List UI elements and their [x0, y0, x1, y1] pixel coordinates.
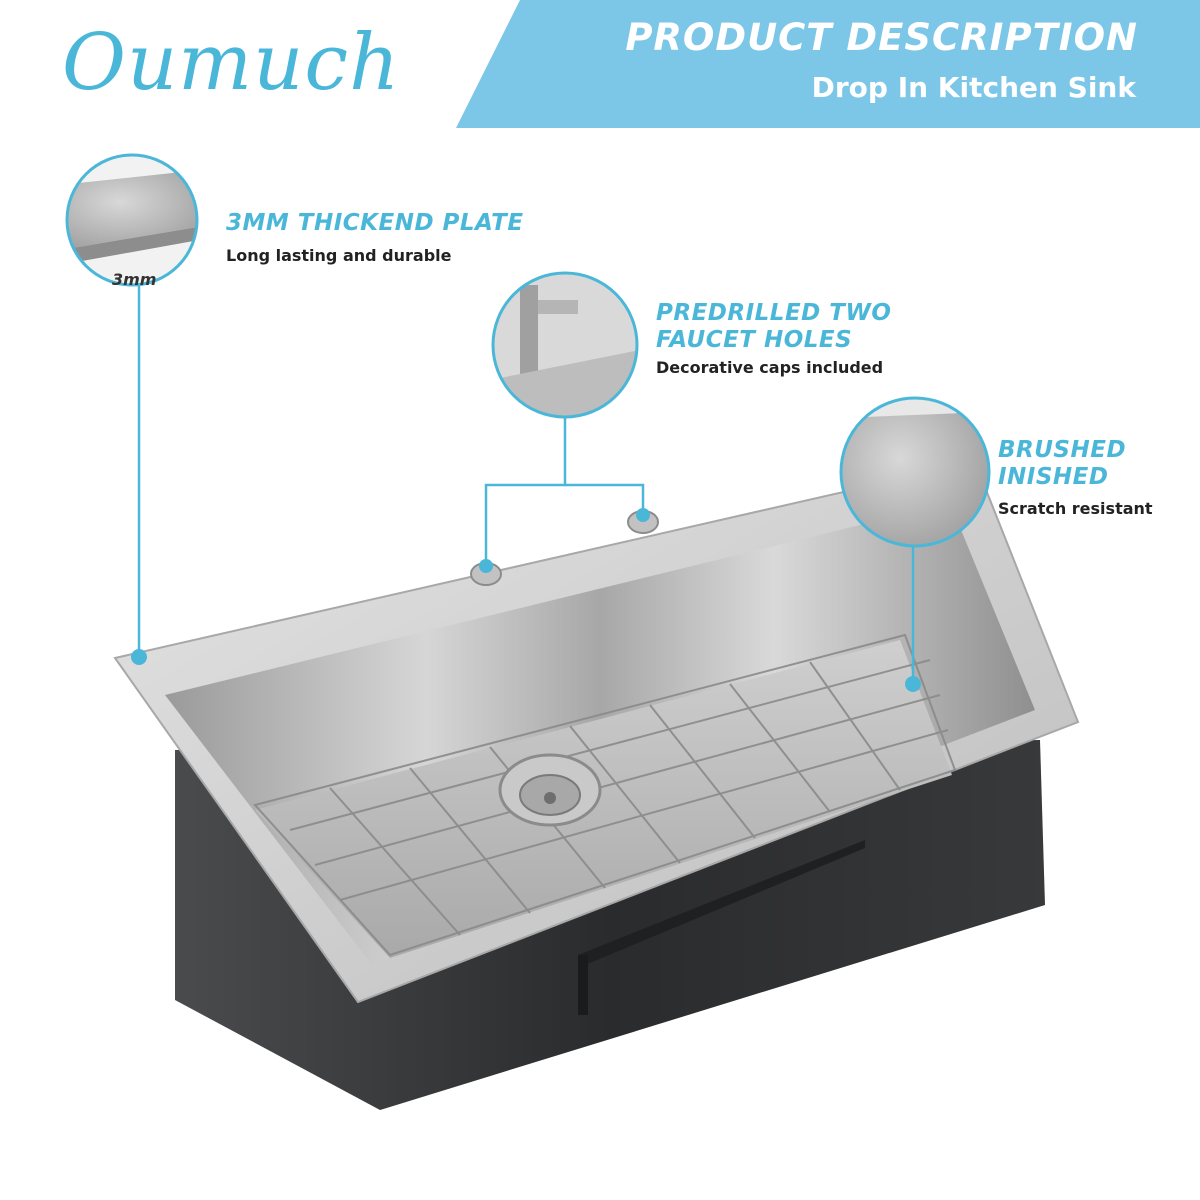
feature-thick-plate-title: 3MM THICKEND PLATE — [226, 210, 524, 237]
feature-faucet-holes-title-line2: FAUCET HOLES — [656, 327, 853, 353]
feature-faucet-holes-title: PREDRILLED TWO FAUCET HOLES — [656, 300, 891, 354]
feature-faucet-holes-title-line1: PREDRILLED TWO — [656, 300, 892, 326]
thickness-label: 3mm — [112, 270, 157, 289]
feature-thick-plate-desc: Long lasting and durable — [226, 246, 452, 265]
feature-brushed-desc: Scratch resistant — [998, 499, 1153, 518]
feature-thick-plate-title-line: 3MM THICKEND PLATE — [226, 210, 524, 236]
feature-brushed-title-line1: BRUSHED — [998, 437, 1127, 463]
brand-logo: Oumuch — [62, 18, 401, 108]
banner-subtitle: Drop In Kitchen Sink — [811, 71, 1136, 104]
feature-brushed-title-line2: INISHED — [998, 464, 1109, 490]
banner-title: PRODUCT DESCRIPTION — [625, 16, 1138, 59]
feature-faucet-holes-desc: Decorative caps included — [656, 358, 884, 377]
feature-brushed-title: BRUSHED INISHED — [998, 437, 1126, 491]
